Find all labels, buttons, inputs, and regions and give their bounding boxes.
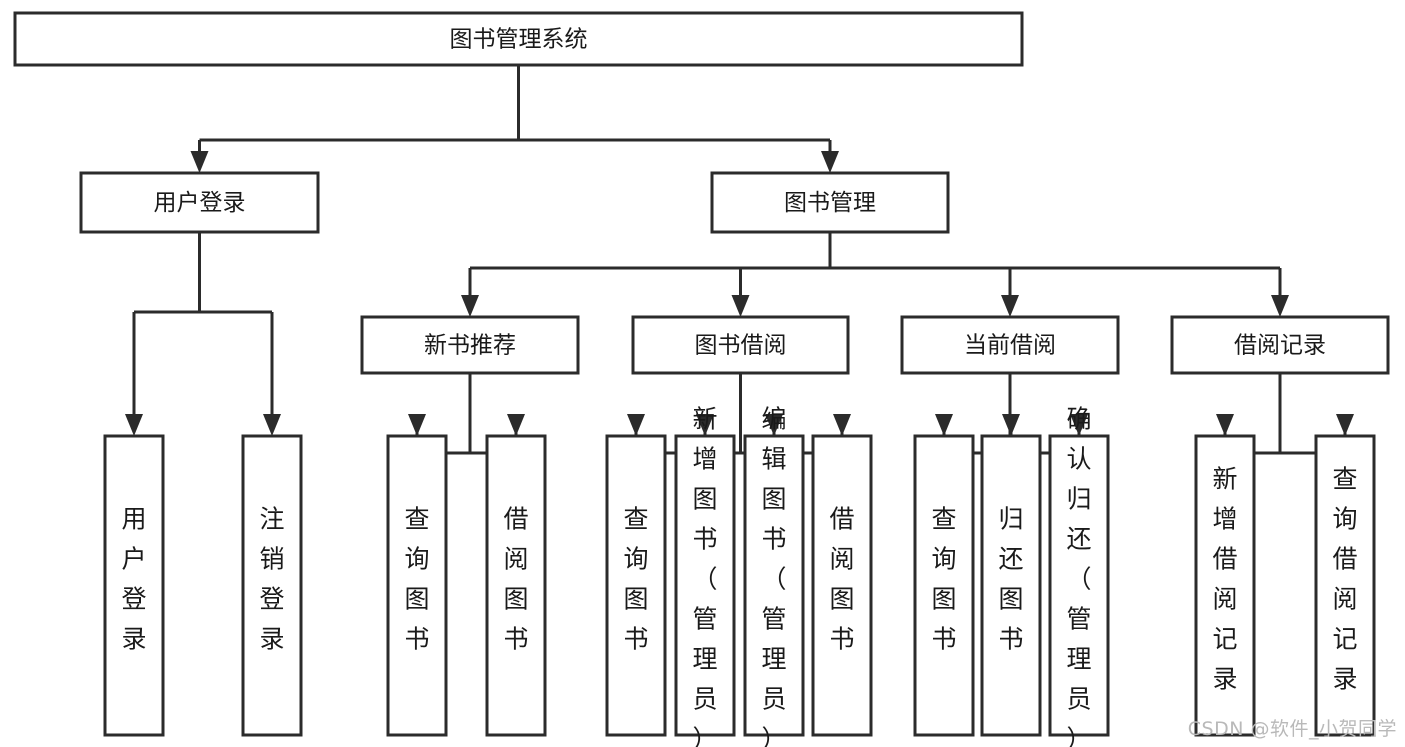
node-box-leaf-return-book <box>980 434 1042 737</box>
node-label-leaf-query-book-2: 查询图书 <box>623 505 648 654</box>
edge-arrowhead <box>696 414 714 436</box>
edge-arrowhead <box>263 414 281 436</box>
node-box-book-borrow <box>631 315 850 375</box>
node-box-root <box>13 11 1024 67</box>
node-label-leaf-logout: 注销登录 <box>259 505 284 654</box>
edge-arrowhead <box>821 151 839 173</box>
node-leaf-borrow-book-2[interactable]: 借阅图书 <box>811 434 873 737</box>
node-current-borrow[interactable]: 当前借阅 <box>900 315 1120 375</box>
node-new-book-rec[interactable]: 新书推荐 <box>360 315 580 375</box>
node-box-current-borrow <box>900 315 1120 375</box>
node-box-leaf-add-book-admin <box>674 434 736 737</box>
edge-arrowhead <box>190 151 209 173</box>
node-leaf-query-book-1[interactable]: 查询图书 <box>386 434 448 737</box>
node-label-new-book-rec: 新书推荐 <box>424 333 516 359</box>
node-box-book-manage <box>710 171 950 234</box>
node-box-leaf-logout <box>241 434 303 737</box>
node-user-login[interactable]: 用户登录 <box>79 171 320 234</box>
node-book-borrow[interactable]: 图书借阅 <box>631 315 850 375</box>
edge-arrowhead <box>507 414 525 436</box>
node-leaf-borrow-book-1[interactable]: 借阅图书 <box>485 434 547 737</box>
edge-arrowhead <box>1336 414 1354 436</box>
node-label-book-manage: 图书管理 <box>784 190 876 216</box>
node-label-leaf-add-book-admin: 新增图书（管理员） <box>692 405 717 747</box>
node-label-leaf-confirm-return-admin: 确认归还（管理员） <box>1066 405 1091 747</box>
edge-arrowhead <box>1002 414 1020 436</box>
node-label-root: 图书管理系统 <box>450 27 588 53</box>
node-box-leaf-query-borrow-record <box>1314 434 1376 737</box>
node-root[interactable]: 图书管理系统 <box>13 11 1024 67</box>
node-label-current-borrow: 当前借阅 <box>964 333 1056 359</box>
node-borrow-record[interactable]: 借阅记录 <box>1170 315 1390 375</box>
edge-arrowhead <box>1216 414 1234 436</box>
node-leaf-logout[interactable]: 注销登录 <box>241 434 303 737</box>
node-leaf-query-book-3[interactable]: 查询图书 <box>913 434 975 737</box>
node-leaf-query-borrow-record[interactable]: 查询借阅记录 <box>1314 434 1376 737</box>
node-leaf-return-book[interactable]: 归还图书 <box>980 434 1042 737</box>
node-label-leaf-query-borrow-record: 查询借阅记录 <box>1332 465 1357 694</box>
node-box-leaf-confirm-return-admin <box>1048 434 1110 737</box>
node-label-book-borrow: 图书借阅 <box>695 333 787 359</box>
edge-arrowhead <box>1271 295 1289 317</box>
edge-arrowhead <box>833 414 851 436</box>
edge-arrowhead <box>1001 295 1019 317</box>
node-leaf-add-borrow-record[interactable]: 新增借阅记录 <box>1194 434 1256 737</box>
node-box-leaf-borrow-book-1 <box>485 434 547 737</box>
node-label-leaf-edit-book-admin: 编辑图书（管理员） <box>761 405 786 747</box>
edges-layer <box>125 65 1354 455</box>
node-label-leaf-add-borrow-record: 新增借阅记录 <box>1212 465 1237 694</box>
node-label-leaf-query-book-1: 查询图书 <box>404 505 429 654</box>
node-label-leaf-return-book: 归还图书 <box>998 505 1023 654</box>
edge-arrowhead <box>125 414 143 436</box>
node-leaf-user-login[interactable]: 用户登录 <box>103 434 165 737</box>
node-box-leaf-edit-book-admin <box>743 434 805 737</box>
node-label-leaf-query-book-3: 查询图书 <box>931 505 956 654</box>
node-label-borrow-record: 借阅记录 <box>1234 333 1326 359</box>
node-box-leaf-add-borrow-record <box>1194 434 1256 737</box>
edge-arrowhead <box>935 414 953 436</box>
edge-arrowhead <box>731 295 750 317</box>
node-box-leaf-user-login <box>103 434 165 737</box>
edge-arrowhead <box>765 414 783 436</box>
edge-arrowhead <box>627 414 645 436</box>
node-leaf-edit-book-admin[interactable]: 编辑图书（管理员） <box>743 405 805 747</box>
node-box-user-login <box>79 171 320 234</box>
node-leaf-confirm-return-admin[interactable]: 确认归还（管理员） <box>1048 405 1110 747</box>
edge-arrowhead <box>408 414 426 436</box>
node-box-leaf-borrow-book-2 <box>811 434 873 737</box>
nodes-layer: 图书管理系统用户登录图书管理新书推荐图书借阅当前借阅借阅记录用户登录注销登录查询… <box>13 11 1390 747</box>
node-box-leaf-query-book-2 <box>605 434 667 737</box>
edge-arrowhead <box>461 295 479 317</box>
node-label-user-login: 用户登录 <box>154 190 246 216</box>
watermark-label: CSDN @软件_小贺同学 <box>1187 718 1397 740</box>
node-leaf-query-book-2[interactable]: 查询图书 <box>605 434 667 737</box>
node-box-leaf-query-book-1 <box>386 434 448 737</box>
node-box-leaf-query-book-3 <box>913 434 975 737</box>
node-label-leaf-user-login: 用户登录 <box>121 505 146 654</box>
node-label-leaf-borrow-book-2: 借阅图书 <box>829 505 854 654</box>
node-box-new-book-rec <box>360 315 580 375</box>
node-box-borrow-record <box>1170 315 1390 375</box>
node-book-manage[interactable]: 图书管理 <box>710 171 950 234</box>
edge-arrowhead <box>1070 414 1088 436</box>
node-leaf-add-book-admin[interactable]: 新增图书（管理员） <box>674 405 736 747</box>
node-label-leaf-borrow-book-1: 借阅图书 <box>503 505 528 654</box>
